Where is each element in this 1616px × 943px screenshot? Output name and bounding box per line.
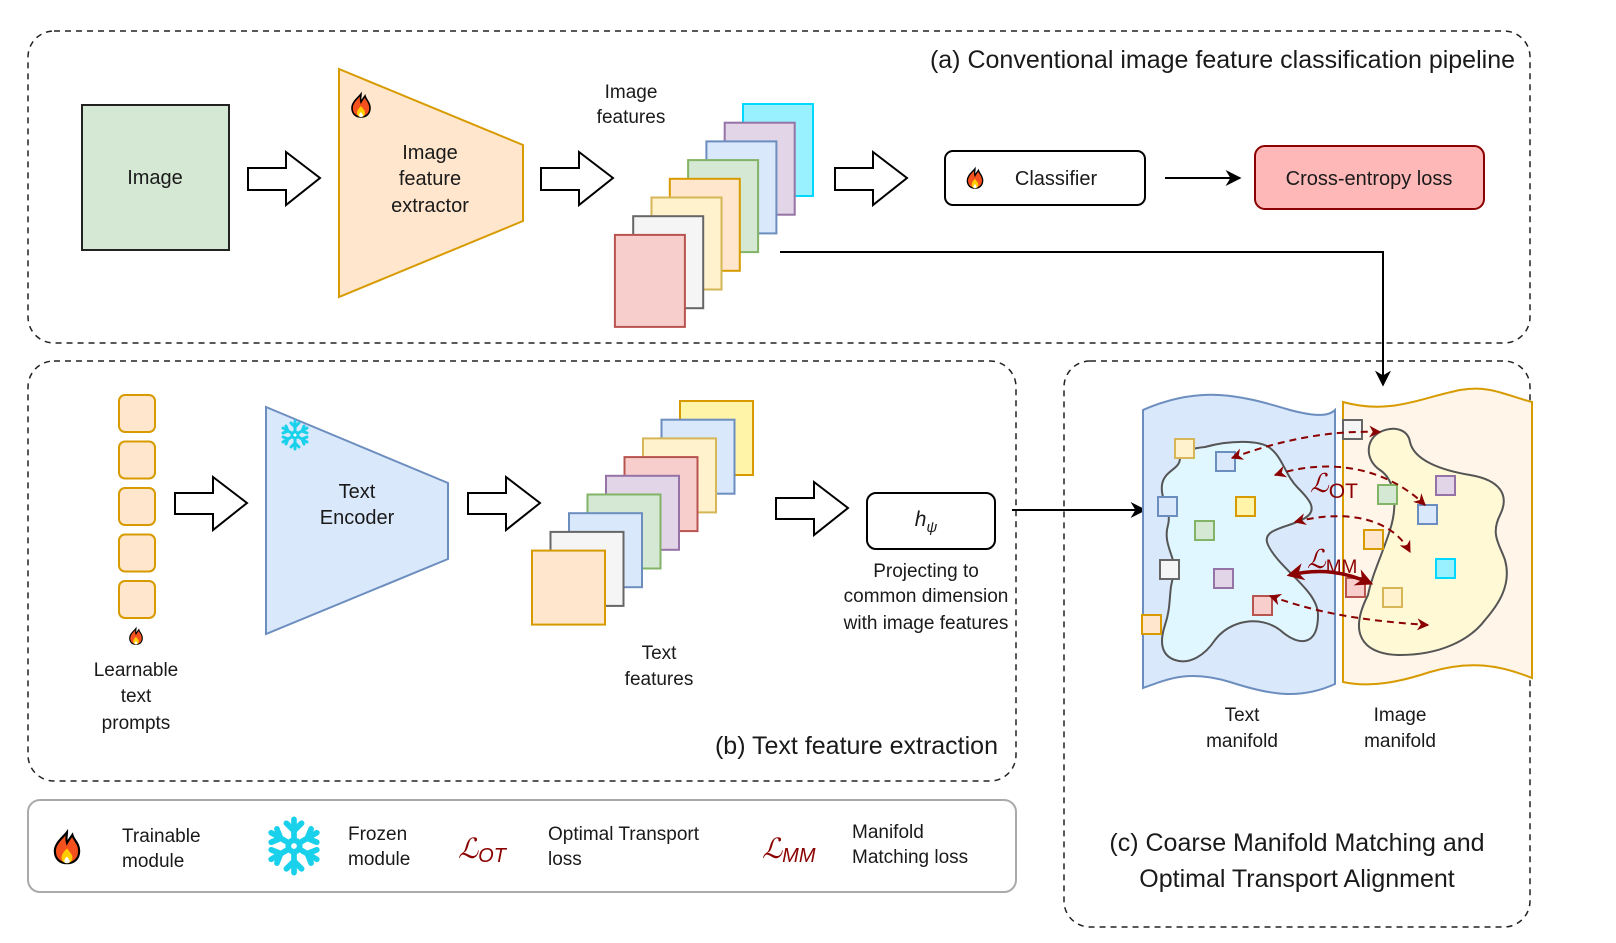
feature-point bbox=[1159, 559, 1180, 580]
panel-c-title-line1: (c) Coarse Manifold Matching and bbox=[1109, 829, 1484, 857]
flow-arrow bbox=[467, 474, 542, 533]
text-encoder: Text Encoder bbox=[265, 405, 449, 636]
learnable-prompts-column bbox=[118, 394, 156, 619]
image-features-label-line1: Image bbox=[605, 82, 658, 103]
feature-point bbox=[1194, 520, 1215, 541]
feature-point bbox=[1157, 496, 1178, 517]
feature-point bbox=[1435, 558, 1456, 579]
flow-arrow bbox=[174, 474, 249, 533]
prompt-token bbox=[118, 487, 156, 526]
ot-loss-symbol: ℒOT bbox=[458, 832, 508, 867]
feature-point bbox=[1417, 504, 1438, 525]
image-manifold-label-line1: Image bbox=[1374, 705, 1427, 726]
mm-loss-label: ℒMM bbox=[1307, 545, 1357, 578]
projection-caption-line1: Projecting to bbox=[873, 561, 979, 582]
text-manifold-label-line1: Text bbox=[1225, 705, 1261, 726]
feature-point bbox=[1363, 529, 1384, 550]
feature-point bbox=[1141, 614, 1162, 635]
panel-a-title: (a) Conventional image feature classific… bbox=[930, 46, 1515, 74]
panel-b-title: (b) Text feature extraction bbox=[715, 732, 998, 760]
cross-entropy-loss-box: Cross-entropy loss bbox=[1254, 145, 1485, 210]
image-features-to-manifold-connector bbox=[780, 251, 1391, 387]
loss-label: Cross-entropy loss bbox=[1286, 168, 1453, 190]
projection-caption-line2: common dimension bbox=[844, 586, 1009, 607]
image-input-box: Image bbox=[81, 104, 230, 251]
ot-arrow bbox=[1230, 425, 1382, 460]
feature-point bbox=[1342, 419, 1363, 440]
ot-arrow bbox=[1293, 513, 1411, 554]
text-features-label-line2: features bbox=[625, 669, 694, 690]
legend-mm-line1: Manifold bbox=[852, 822, 924, 843]
optimal-transport-arrows bbox=[1230, 425, 1430, 631]
legend-ot-line2: loss bbox=[548, 849, 582, 870]
prompts-label-line3: prompts bbox=[102, 713, 171, 734]
encoder-label-line2: Encoder bbox=[320, 507, 395, 529]
projection-head-box: hψ bbox=[866, 492, 996, 550]
image-features-label-line2: features bbox=[597, 107, 666, 128]
feature-point bbox=[1252, 595, 1273, 616]
ot-arrow bbox=[1268, 593, 1430, 631]
flow-arrow bbox=[540, 149, 615, 208]
flow-arrow bbox=[775, 479, 850, 538]
legend-frozen-line2: module bbox=[348, 849, 410, 870]
prompt-token bbox=[118, 533, 156, 573]
legend-ot-line1: Optimal Transport bbox=[548, 824, 700, 845]
extractor-label-line2: feature bbox=[399, 168, 461, 190]
classifier-label: Classifier bbox=[1015, 168, 1098, 190]
prompts-label-line2: text bbox=[121, 686, 152, 707]
manifold-matching-arrow bbox=[1286, 563, 1374, 586]
mm-loss-symbol: ℒMM bbox=[762, 832, 816, 867]
text-features-label-line1: Text bbox=[642, 643, 678, 664]
legend-mm-line2: Matching loss bbox=[852, 847, 968, 868]
feature-point bbox=[1377, 484, 1398, 505]
text-feature-map bbox=[531, 549, 606, 626]
feature-point bbox=[1235, 496, 1256, 517]
image-manifold-label-line2: manifold bbox=[1364, 731, 1436, 752]
legend-frozen-line1: Frozen bbox=[348, 824, 407, 845]
projection-caption-line3: with image features bbox=[843, 613, 1009, 634]
panel-c-frame bbox=[1063, 360, 1531, 928]
feature-map bbox=[613, 233, 686, 328]
prompt-token bbox=[118, 394, 156, 433]
image-features-stack bbox=[613, 103, 814, 328]
prompt-token bbox=[118, 580, 156, 619]
image-box-label: Image bbox=[127, 167, 183, 189]
projection-subscript: ψ bbox=[926, 519, 937, 536]
extractor-label-line3: extractor bbox=[391, 195, 469, 217]
panel-b-frame bbox=[27, 360, 1017, 782]
feature-point bbox=[1435, 475, 1456, 496]
prompts-label-line1: Learnable bbox=[94, 660, 179, 681]
feature-point bbox=[1382, 587, 1403, 608]
flow-arrow bbox=[834, 149, 909, 208]
projection-symbol: h bbox=[915, 508, 927, 531]
ot-arrow bbox=[1273, 465, 1426, 506]
text-features-stack bbox=[531, 400, 754, 626]
legend-trainable-line1: Trainable bbox=[122, 826, 201, 847]
fire-icon bbox=[129, 627, 143, 645]
svg-text:hψ: hψ bbox=[915, 508, 938, 536]
panel-a-frame bbox=[27, 30, 1531, 344]
feature-point bbox=[1174, 438, 1195, 459]
prompt-token bbox=[118, 440, 156, 480]
feature-point bbox=[1213, 568, 1234, 589]
legend-trainable-line2: module bbox=[122, 851, 184, 872]
image-feature-extractor: Image feature extractor bbox=[338, 67, 524, 299]
feature-point bbox=[1215, 451, 1236, 472]
ot-loss-label: ℒOT bbox=[1310, 469, 1358, 503]
text-manifold-label-line2: manifold bbox=[1206, 731, 1278, 752]
flow-arrow bbox=[247, 149, 322, 208]
encoder-label-line1: Text bbox=[339, 481, 376, 503]
extractor-label-line1: Image bbox=[402, 142, 458, 164]
legend-box bbox=[27, 799, 1017, 893]
classifier-box: Classifier bbox=[944, 150, 1146, 206]
panel-c-title-line2: Optimal Transport Alignment bbox=[1139, 865, 1454, 893]
